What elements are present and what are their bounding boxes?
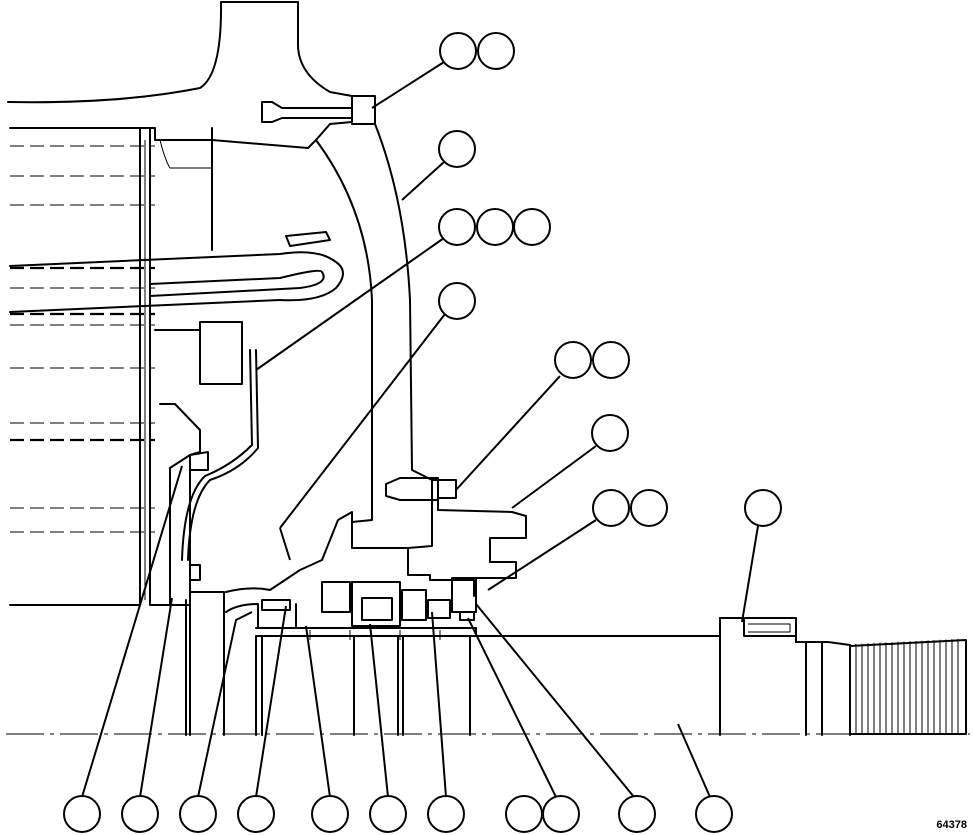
callout-balloon xyxy=(237,795,275,833)
callout-balloon xyxy=(592,489,630,527)
shaft-spline xyxy=(849,638,967,735)
callout-balloon xyxy=(554,341,592,379)
callout-balloons xyxy=(63,32,782,833)
carrier-arm xyxy=(374,123,527,579)
callout-balloon xyxy=(439,32,477,70)
callout-balloon xyxy=(695,795,733,833)
callout-balloon xyxy=(477,32,515,70)
callout-balloon xyxy=(744,489,782,527)
housing-outline xyxy=(7,1,475,597)
callout-balloon xyxy=(438,282,476,320)
callout-balloon xyxy=(542,795,580,833)
callout-balloon xyxy=(121,795,159,833)
callout-balloon xyxy=(311,795,349,833)
callout-balloon xyxy=(630,489,668,527)
callout-balloon xyxy=(505,795,543,833)
leader-lines xyxy=(81,61,759,798)
callout-balloon xyxy=(618,795,656,833)
callout-balloon xyxy=(476,208,514,246)
hidden-lines xyxy=(10,145,155,533)
callout-balloon xyxy=(369,795,407,833)
left-wall xyxy=(9,127,243,736)
callout-balloon xyxy=(427,795,465,833)
shaft xyxy=(185,599,851,736)
callout-balloon xyxy=(513,208,551,246)
callout-balloon xyxy=(179,795,217,833)
callout-balloon xyxy=(63,795,101,833)
figure-id-label: 64378 xyxy=(936,819,967,831)
callout-balloon xyxy=(592,341,630,379)
callout-balloon xyxy=(591,414,629,452)
callout-balloon xyxy=(438,208,476,246)
callout-balloon xyxy=(438,130,476,168)
